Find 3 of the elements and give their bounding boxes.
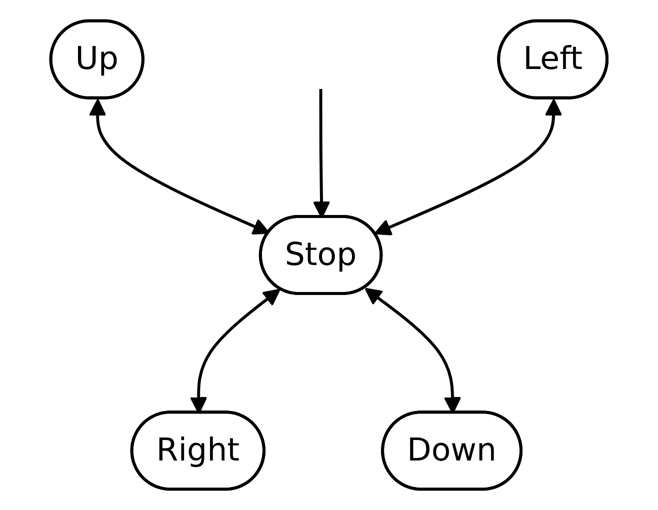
arrow	[374, 98, 562, 236]
arrow	[88, 98, 270, 235]
state-diagram: Up Left Stop Right Down	[35, 5, 623, 505]
